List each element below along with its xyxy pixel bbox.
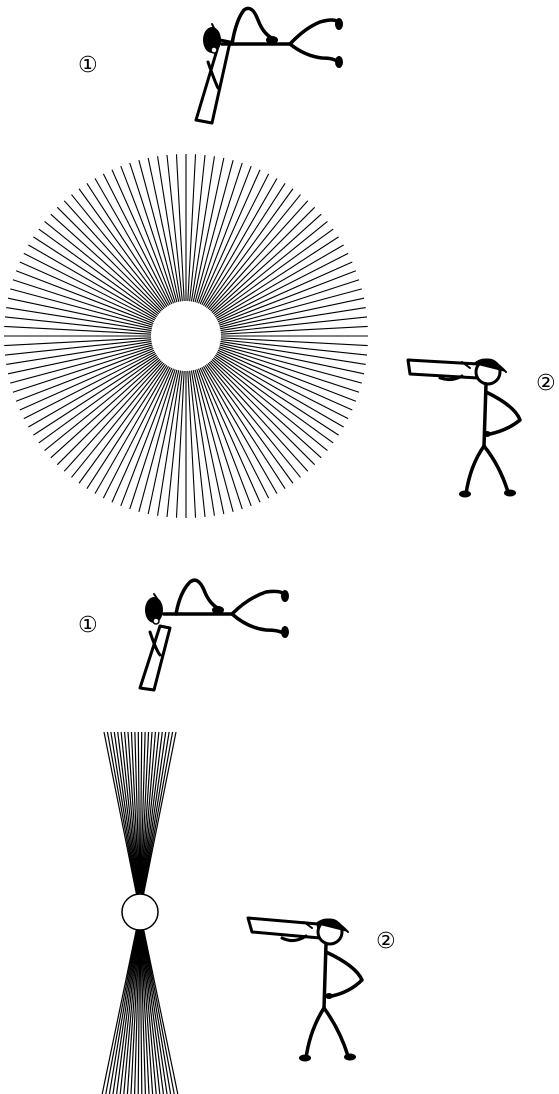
burst-ray — [203, 221, 327, 322]
burst-ray — [207, 342, 362, 383]
burst-ray — [139, 160, 180, 315]
burst-ray — [71, 353, 172, 477]
bowtie-ray-lower — [140, 912, 178, 1094]
burst-ray — [194, 166, 251, 315]
burst-ray — [207, 289, 362, 330]
burst-ray — [16, 271, 165, 328]
burst-ray — [200, 353, 301, 477]
burst-ray — [16, 344, 165, 401]
burst-ray — [121, 166, 178, 315]
burst-center-hole — [151, 301, 221, 371]
burst-ray — [139, 357, 180, 512]
burst-ray — [200, 195, 301, 319]
burst-ray — [207, 271, 356, 328]
viewer-label-top: ① — [78, 613, 98, 638]
viewer-label-top: ① — [78, 53, 98, 78]
burst-ray — [207, 344, 356, 401]
burst-ray — [10, 342, 165, 383]
telescope-observer-icon — [248, 918, 362, 1062]
viewer-label-side: ② — [536, 371, 556, 396]
burst-ray — [194, 357, 251, 506]
burst-ray — [45, 221, 169, 322]
telescope-observer-icon — [196, 8, 343, 123]
bowtie-center-circle — [122, 894, 158, 930]
burst-ray — [192, 160, 233, 315]
burst-ray — [10, 289, 165, 330]
burst-ray — [45, 350, 169, 451]
burst-ray — [203, 350, 327, 451]
burst-ray — [121, 357, 178, 506]
telescope-observer-icon — [140, 580, 289, 690]
telescope-observer-icon — [408, 360, 520, 498]
burst-ray — [192, 357, 233, 512]
burst-ray — [71, 195, 172, 319]
panel-bottom: ① ② — [78, 580, 396, 1094]
viewer-label-side: ② — [376, 929, 396, 954]
panel-top: ① ② — [4, 8, 556, 518]
